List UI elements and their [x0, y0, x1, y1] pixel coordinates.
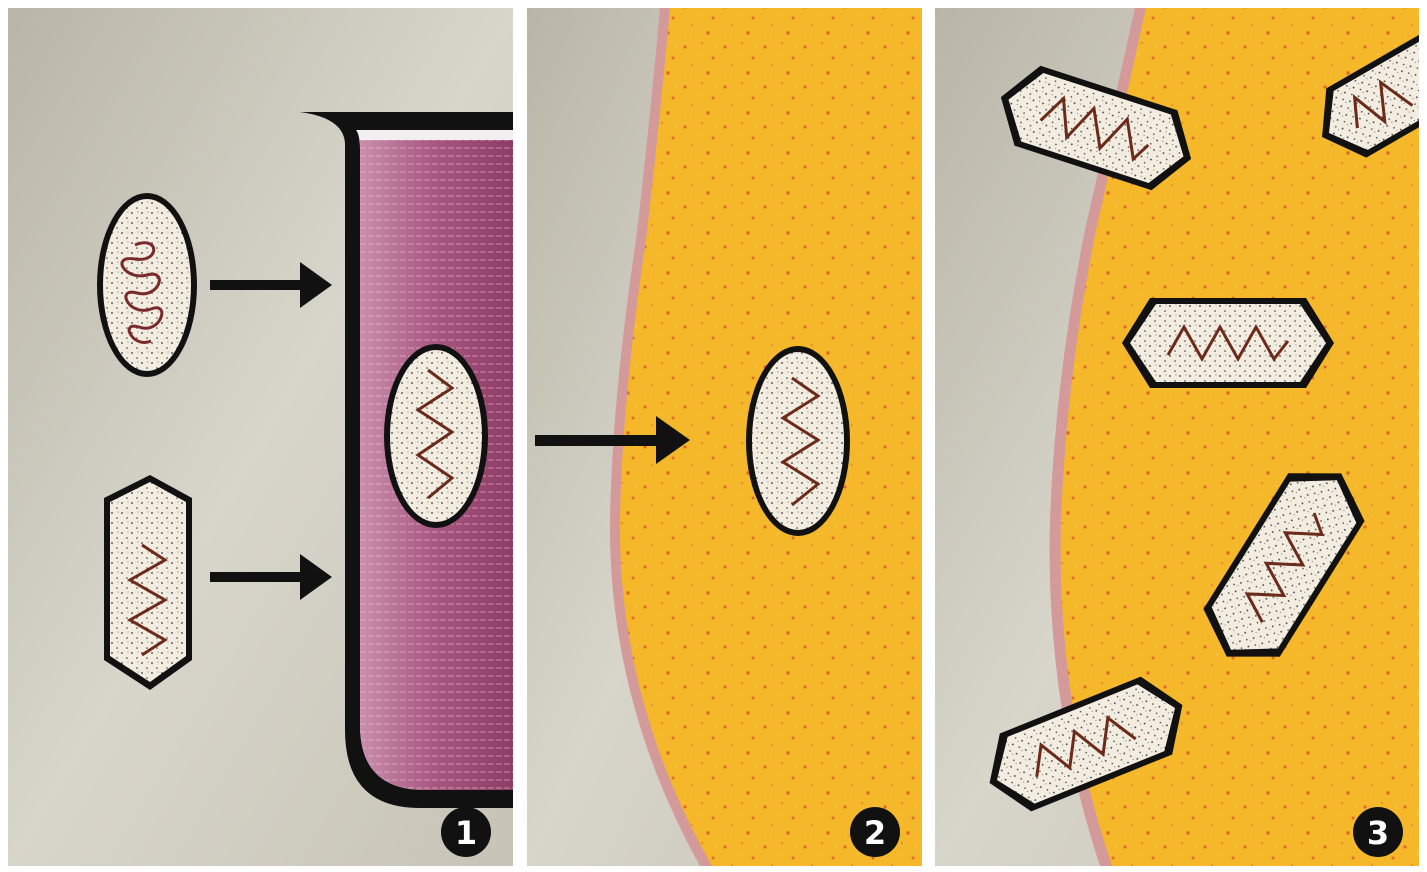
panel-number-label: 2	[864, 814, 886, 852]
hexagonal-virus-particle-icon	[104, 475, 192, 690]
oval-virus-particle-icon	[746, 346, 850, 536]
hexagonal-virus-particle-icon	[1122, 298, 1334, 388]
panel-number-badge: 1	[441, 807, 491, 857]
panel-divider	[513, 0, 527, 872]
panel-number-badge: 2	[850, 807, 900, 857]
panel-number-label: 1	[455, 814, 477, 852]
panel-number-badge: 3	[1353, 807, 1403, 857]
panel-1: 1	[8, 8, 513, 866]
oval-virus-particle-icon	[384, 344, 488, 528]
panel-number-label: 3	[1367, 814, 1389, 852]
panel-2: 2	[527, 8, 922, 866]
oval-virus-particle-icon	[97, 193, 197, 377]
panel-divider	[922, 0, 935, 872]
panel-3: 3	[935, 8, 1427, 866]
